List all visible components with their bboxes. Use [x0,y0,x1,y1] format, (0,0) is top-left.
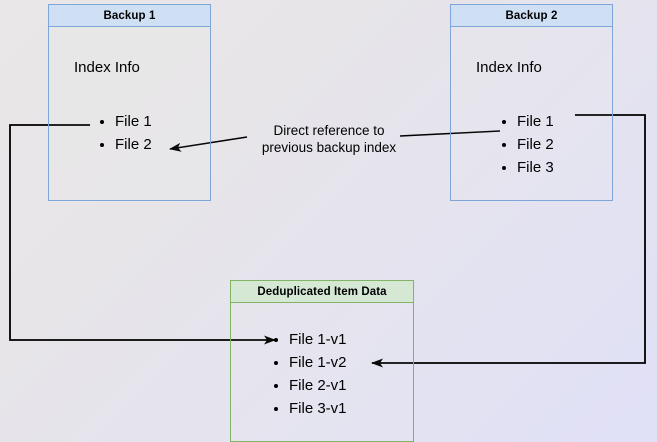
node-backup-1-body: Index Info File 1 File 2 [49,27,210,200]
node-backup-2-header: Backup 2 [451,5,612,27]
node-backup-2-body: Index Info File 1 File 2 File 3 [451,27,612,200]
list-item: File 2 [501,133,554,156]
node-dedup-body: File 1-v1 File 1-v2 File 2-v1 File 3-v1 [231,303,413,441]
node-dedup-header: Deduplicated Item Data [231,281,413,303]
list-item: File 1-v1 [273,328,347,351]
list-item: File 2 [99,133,152,156]
node-backup-2[interactable]: Backup 2 Index Info File 1 File 2 File 3 [450,4,613,201]
backup-1-file-list: File 1 File 2 [99,110,152,156]
dedup-file-list: File 1-v1 File 1-v2 File 2-v1 File 3-v1 [273,328,347,420]
list-item: File 1 [99,110,152,133]
direct-reference-line-1: Direct reference to [273,123,385,138]
list-item: File 3 [501,156,554,179]
direct-reference-label: Direct reference to previous backup inde… [250,122,408,156]
backup-2-index-info-label: Index Info [476,59,542,76]
direct-reference-line-2: previous backup index [261,140,397,155]
backup-1-index-info-label: Index Info [74,59,140,76]
list-item: File 1 [501,110,554,133]
list-item: File 1-v2 [273,351,347,374]
list-item: File 2-v1 [273,374,347,397]
node-backup-1-header: Backup 1 [49,5,210,27]
node-deduplicated-item-data[interactable]: Deduplicated Item Data File 1-v1 File 1-… [230,280,414,442]
backup-2-file-list: File 1 File 2 File 3 [501,110,554,179]
list-item: File 3-v1 [273,397,347,420]
node-backup-1[interactable]: Backup 1 Index Info File 1 File 2 [48,4,211,201]
